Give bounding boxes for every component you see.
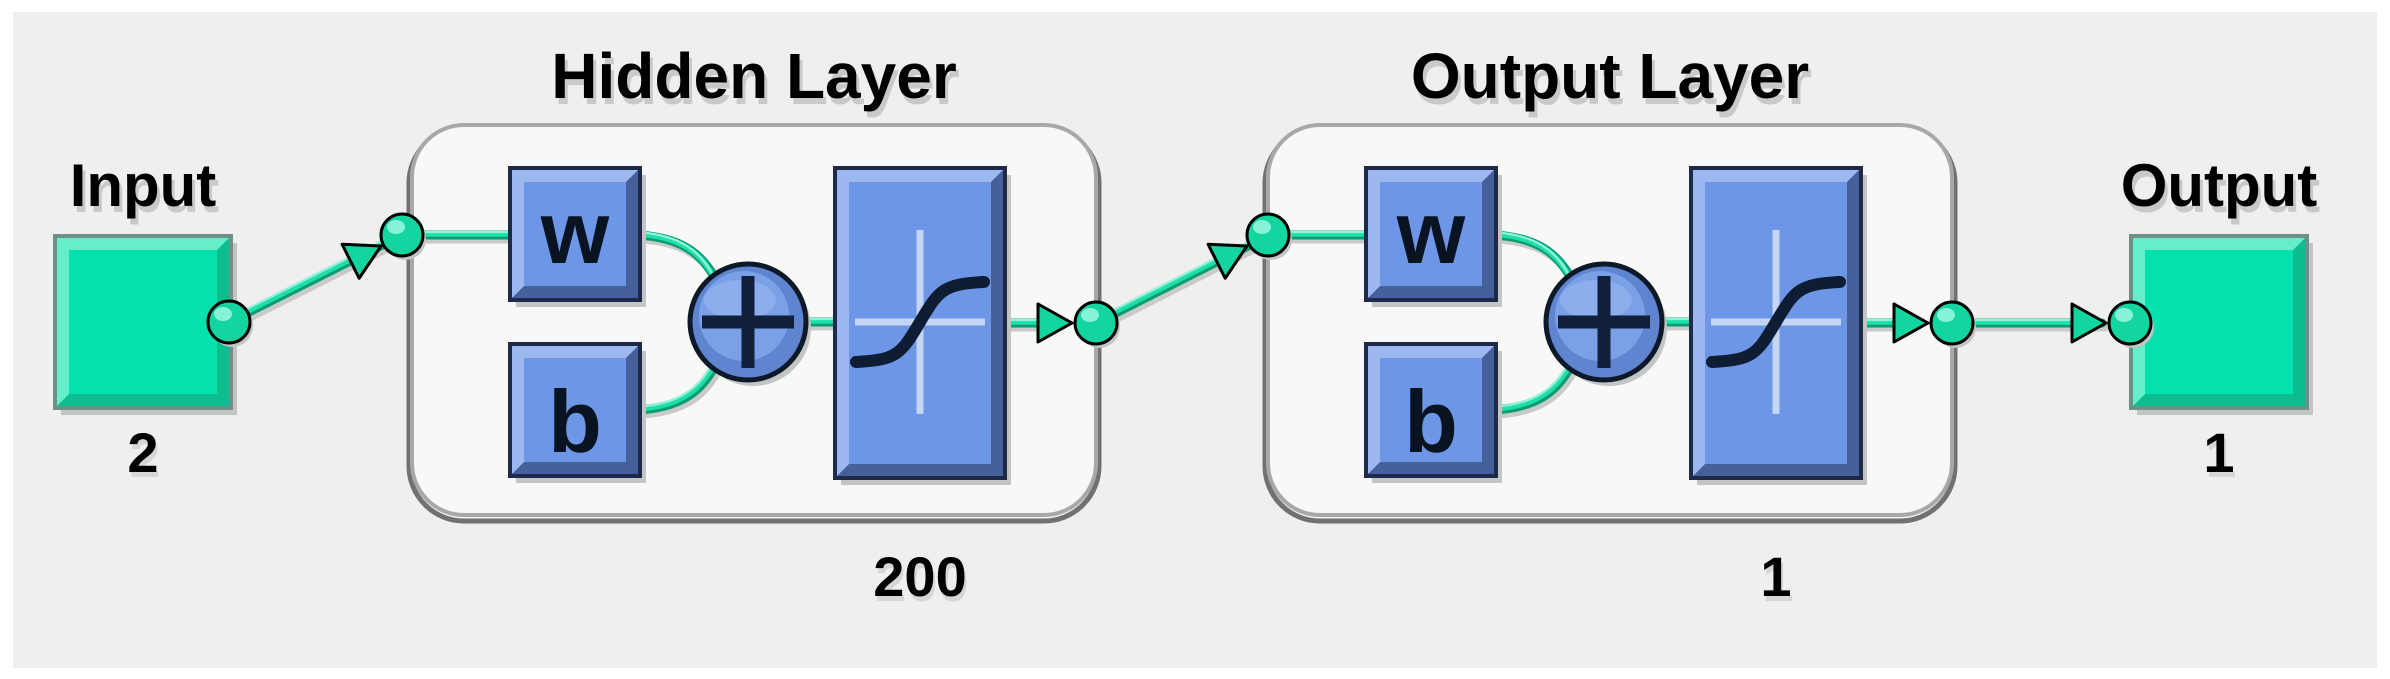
output-layer-title-shadow: Output Layer [1414,46,1812,118]
hidden-bias-label: b [548,372,602,471]
hidden-layer-size: 200 [873,545,966,608]
arrowhead-icon [2070,302,2108,344]
output-layer-size-shadow: 1 [1762,550,1793,613]
hidden-layer-title-shadow: Hidden Layer [554,46,959,118]
output-label-shadow: Output [2124,158,2321,225]
output-label: Output [2121,152,2318,219]
hidden-entry-node-icon [379,212,428,262]
output-transfer-function-block-tansig-icon [1691,168,1867,485]
output-size-shadow: 1 [2205,426,2236,489]
input-label: Input [70,152,217,219]
output-weight-label: w [1396,183,1466,282]
output-layer-size: 1 [1760,545,1791,608]
output-layer-title: Output Layer [1411,40,1809,112]
input-size-shadow: 2 [129,426,160,489]
output-size: 1 [2203,421,2234,484]
hidden-layer-title: Hidden Layer [551,40,956,112]
input-size: 2 [127,421,158,484]
output-bias-label: b [1404,372,1458,471]
output-block-node-icon [2107,300,2156,350]
hidden-weight-label: w [540,183,610,282]
hidden-transfer-function-block-tansig-icon [835,168,1011,485]
hidden-layer-size-shadow: 200 [875,550,968,613]
output-block [2129,234,2315,417]
input-label-shadow: Input [73,158,220,225]
